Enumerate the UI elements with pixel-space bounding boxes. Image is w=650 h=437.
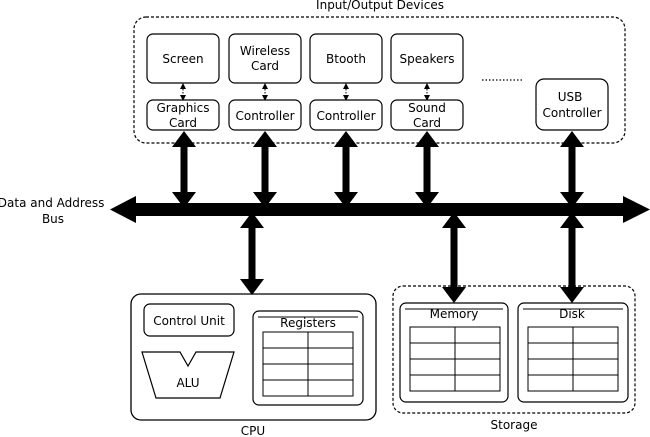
controller-label: Controller [235, 109, 294, 123]
storage-title: Storage [491, 418, 538, 432]
storage-group [392, 285, 636, 414]
io-devices-title: Input/Output Devices [316, 0, 444, 12]
controller-box [146, 99, 220, 131]
disk-grid [527, 326, 619, 392]
bus-arrow-wireless [253, 131, 277, 208]
disk-label: Disk [559, 307, 585, 321]
device-label: Btooth [326, 52, 366, 66]
data-address-bus [110, 196, 650, 223]
bus-arrow-sound [415, 131, 439, 208]
control-unit-box [143, 303, 235, 337]
memory-box [399, 302, 509, 403]
control-unit-label: Control Unit [153, 314, 225, 328]
usb-controller-box [535, 78, 609, 131]
alu-shape [141, 351, 235, 399]
io-devices-group [133, 16, 626, 144]
cpu-title: CPU [241, 424, 265, 437]
bus-arrow-graphics [172, 131, 196, 208]
alu-label: ALU [176, 376, 199, 390]
bus-arrow-disk [560, 212, 584, 303]
bus-arrow-usb [560, 131, 584, 208]
bus-arrow-btooth [334, 131, 358, 208]
device-label: Screen [162, 52, 203, 66]
bus-arrow-cpu [240, 212, 264, 295]
bus-label: Data and Address Bus [0, 196, 108, 226]
controller-label: Controller [316, 109, 375, 123]
controller-box [390, 99, 464, 131]
cpu-box [130, 293, 377, 421]
memory-grid [409, 326, 501, 392]
bus-arrow-memory [442, 212, 466, 303]
registers-grid [262, 331, 354, 397]
controller-box [228, 99, 302, 131]
controller-box [309, 99, 383, 131]
registers-label: Registers [280, 316, 336, 330]
usb-controller-label: USB Controller [542, 90, 601, 120]
memory-label: Memory [430, 307, 479, 321]
device-label: Speakers [399, 52, 454, 66]
